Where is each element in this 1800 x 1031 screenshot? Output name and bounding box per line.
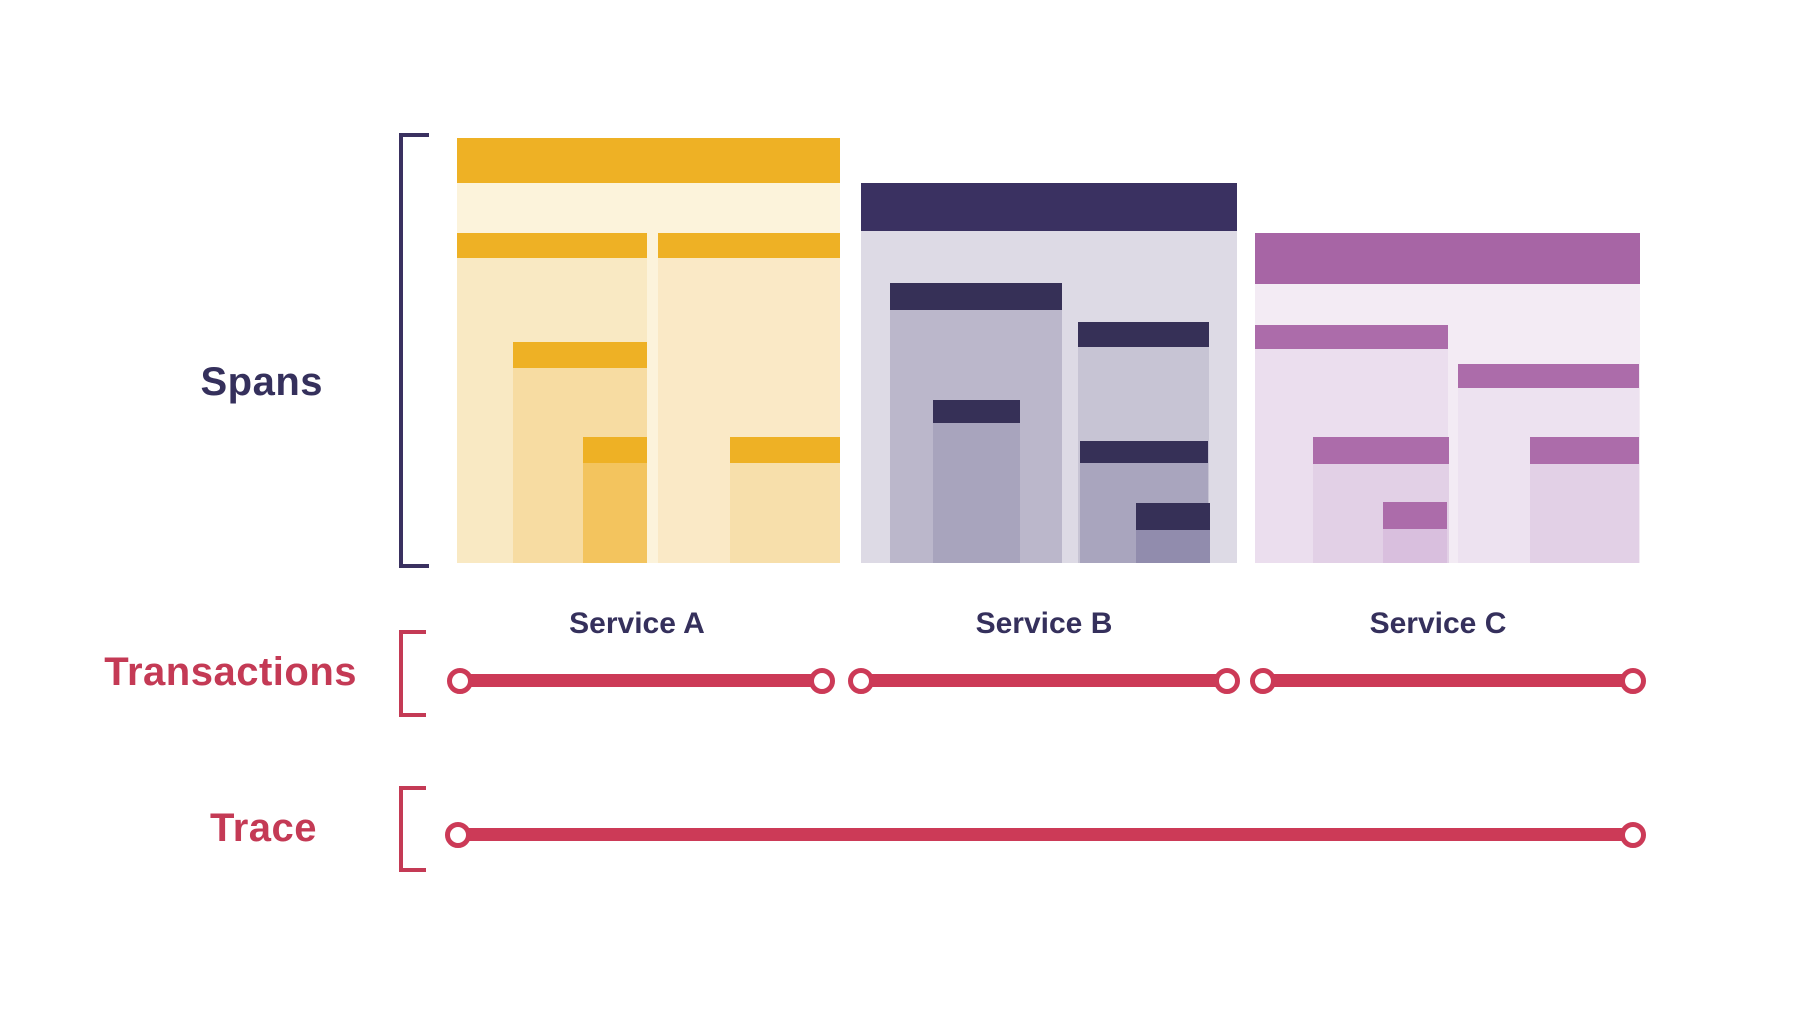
transaction-line [460, 674, 822, 687]
span-header [583, 437, 647, 463]
transaction-endpoint [1250, 668, 1276, 694]
span-header [890, 283, 1062, 310]
transaction-line [1263, 674, 1633, 687]
transaction-endpoint [848, 668, 874, 694]
span-header [457, 233, 647, 258]
trace-endpoint [1620, 822, 1646, 848]
span-header [1383, 502, 1447, 529]
span-body [1530, 464, 1639, 563]
span-bar-service-b-level-2 [933, 400, 1020, 563]
trace-endpoint [445, 822, 471, 848]
transaction-endpoint [1620, 668, 1646, 694]
transactions-label: Transactions [104, 650, 357, 694]
trace-bracket [399, 786, 426, 872]
transactions-bracket [399, 630, 426, 717]
span-header [1078, 322, 1209, 347]
span-header [1255, 325, 1448, 349]
service-b-label: Service B [975, 607, 1113, 640]
transaction-endpoint [1214, 668, 1240, 694]
span-body [933, 423, 1020, 563]
service-c-label: Service C [1369, 607, 1507, 640]
span-header [861, 183, 1237, 231]
span-body [583, 463, 647, 563]
transaction-line [861, 674, 1227, 687]
span-bar-service-b-level-3 [1136, 503, 1210, 563]
service-a-label: Service A [569, 607, 705, 640]
span-header [1530, 437, 1639, 464]
span-header [513, 342, 647, 368]
span-header [933, 400, 1020, 423]
span-header [1255, 233, 1640, 284]
span-body [1136, 530, 1210, 563]
span-bar-service-c-level-2 [1530, 437, 1639, 563]
span-header [1458, 364, 1639, 388]
span-header [457, 138, 840, 183]
span-bar-service-c-level-3 [1383, 502, 1447, 563]
span-header [1080, 441, 1208, 463]
transaction-endpoint [447, 668, 473, 694]
trace-line [458, 828, 1633, 841]
trace-label: Trace [209, 806, 317, 850]
span-body [730, 463, 840, 563]
transaction-endpoint [809, 668, 835, 694]
span-header [1313, 437, 1449, 464]
span-bar-service-a-level-3 [583, 437, 647, 563]
spans-bracket [399, 133, 429, 568]
span-header [730, 437, 840, 463]
span-body [1383, 529, 1447, 563]
span-header [1136, 503, 1210, 530]
span-header [658, 233, 840, 258]
span-bar-service-a-level-2 [730, 437, 840, 563]
spans-label: Spans [200, 360, 323, 404]
